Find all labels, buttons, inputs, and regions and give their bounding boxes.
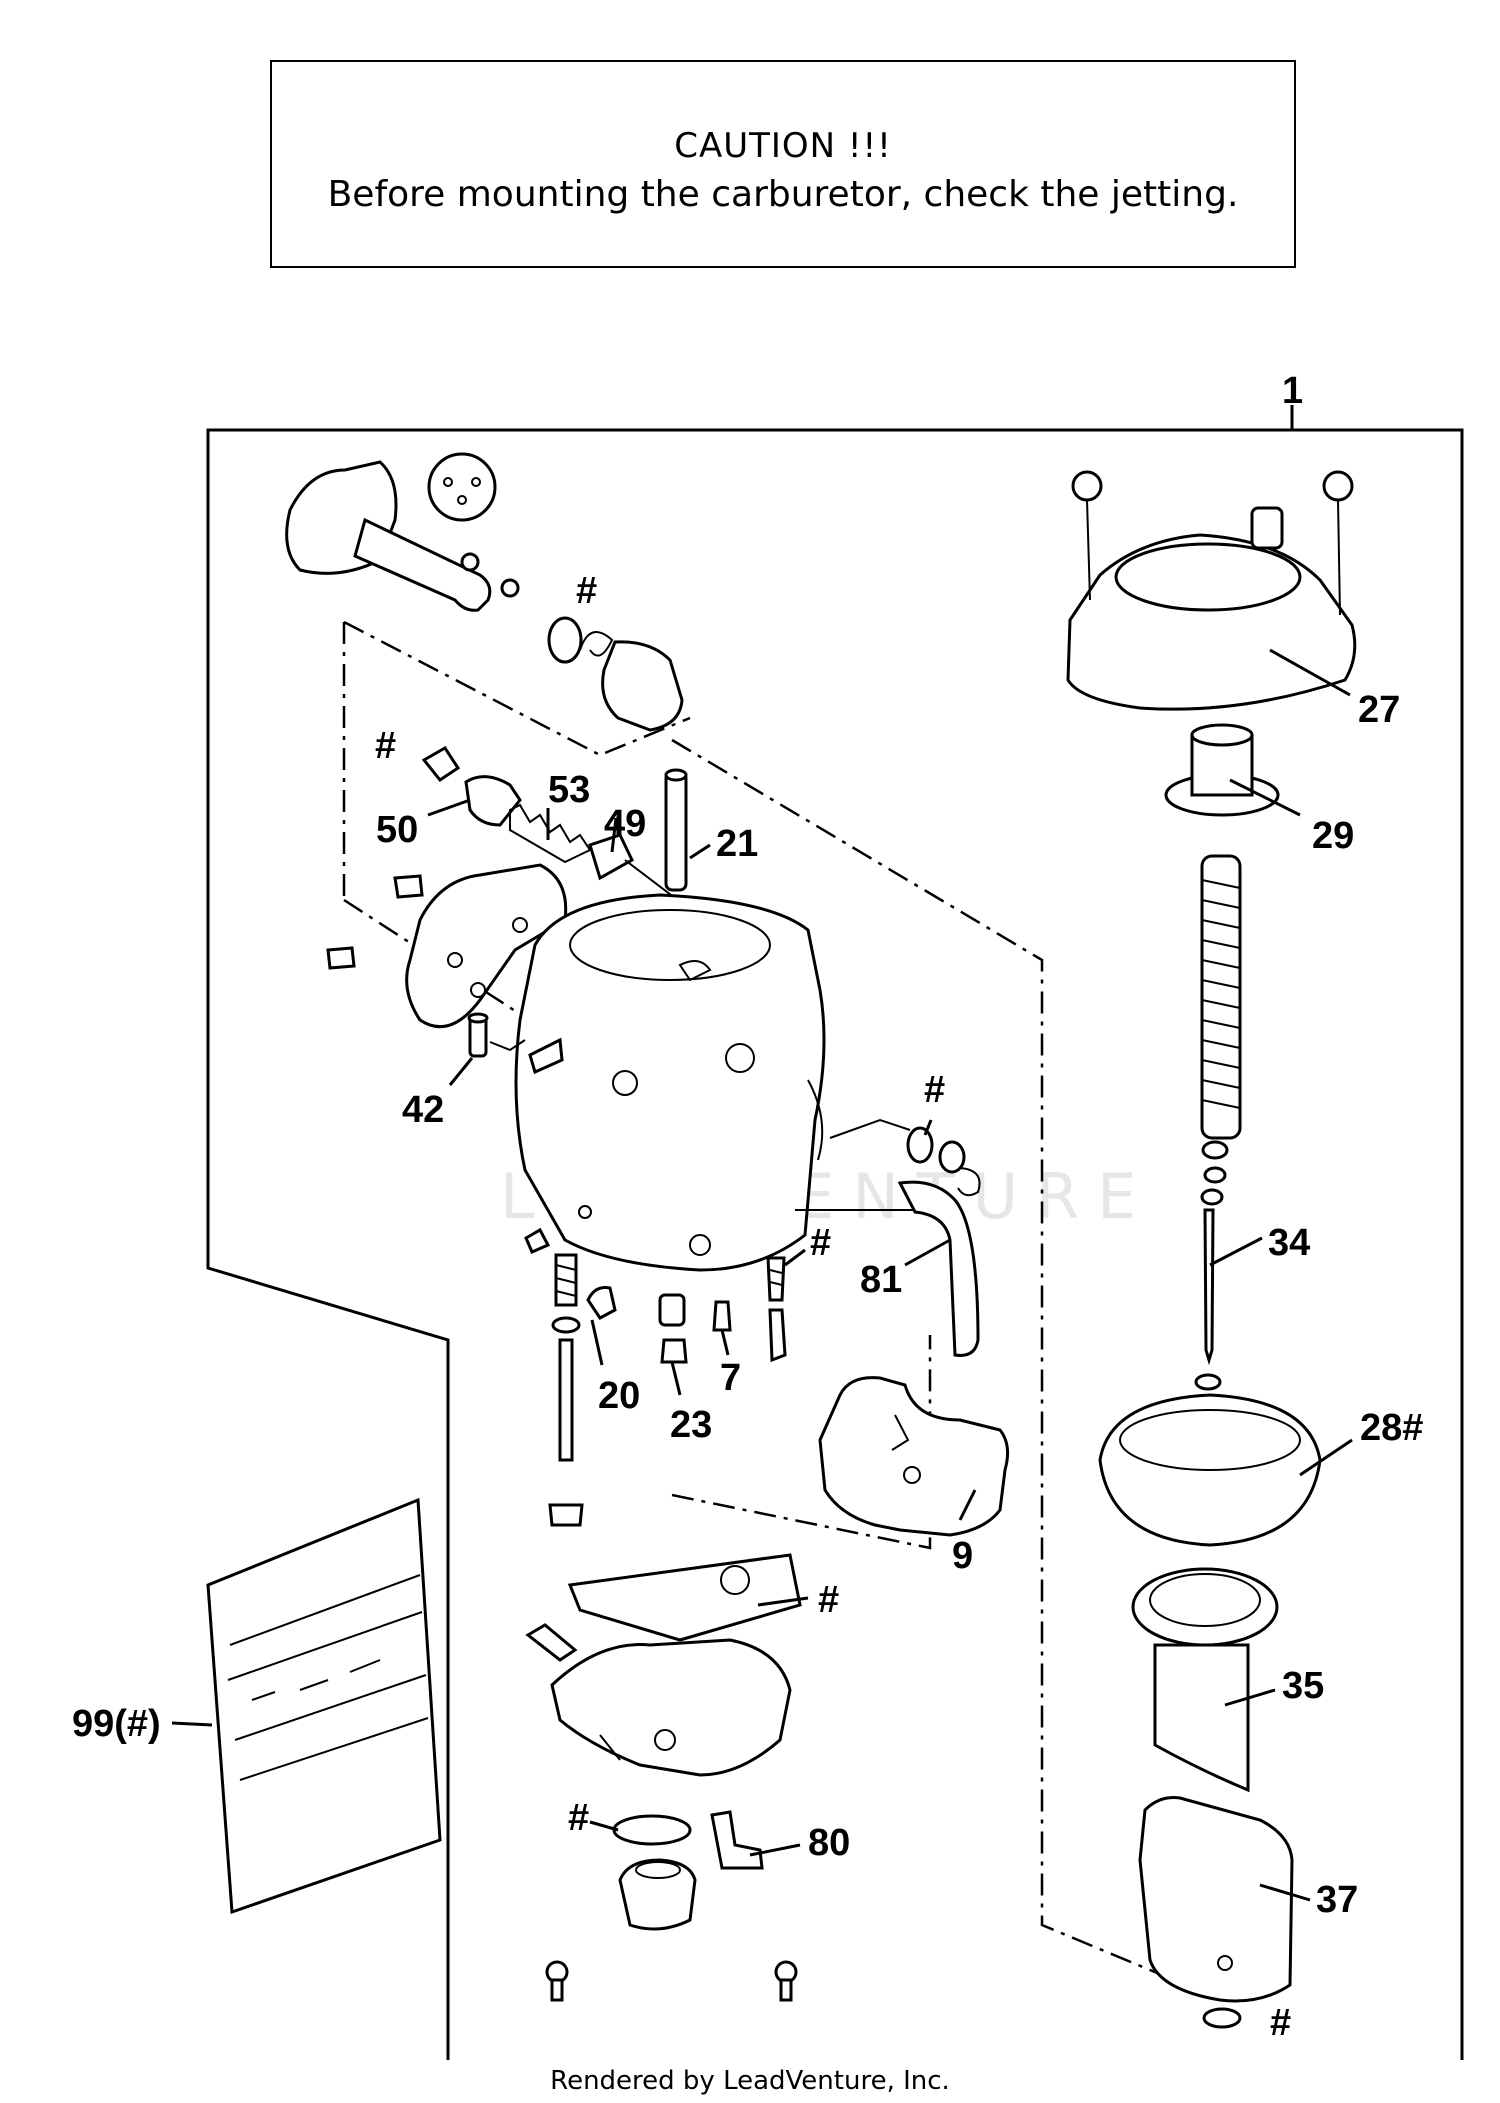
callout-50: 50: [376, 809, 418, 851]
callout-23: 23: [670, 1404, 712, 1446]
callout-49: 49: [604, 803, 646, 845]
drain-plug: [618, 1858, 697, 1931]
footer-credit: Rendered by LeadVenture, Inc.: [550, 2066, 950, 2096]
callout-34-leader: [1209, 1236, 1263, 1267]
elbow-fitting-80: [710, 1810, 764, 1870]
callout-hash-7: #: [810, 1222, 831, 1264]
diaphragm-28: [1098, 1393, 1322, 1547]
callout-35: 35: [1282, 1665, 1324, 1707]
callout-99: 99(#): [72, 1703, 161, 1745]
caution-box: CAUTION !!! Before mounting the carburet…: [270, 60, 1296, 268]
callout-21: 21: [716, 823, 758, 865]
float-bowl-gasket: [567, 1553, 802, 1642]
callout-42-leader: [448, 1057, 474, 1086]
callout-35-leader: [1224, 1688, 1276, 1707]
callout-49-leader: [610, 817, 618, 853]
slide-spring: [1200, 854, 1242, 1206]
callout-37-leader: [1259, 1883, 1311, 1902]
callout-27: 27: [1358, 689, 1400, 731]
carburetor-body: [514, 893, 940, 1272]
float-bowl: [525, 1623, 792, 1777]
throttle-slide-35: [1131, 1567, 1279, 1793]
callout-34: 34: [1268, 1222, 1310, 1264]
throttle-shaft-assembly: [285, 452, 684, 732]
callout-99-leader: [171, 1721, 213, 1727]
callout-23-leader: [670, 1361, 682, 1396]
jet-needle-34: [1203, 1208, 1215, 1366]
callout-hash-top: #: [576, 570, 597, 612]
choke-parts-50-53-49: [421, 745, 676, 899]
top-cap-27: [1066, 470, 1357, 711]
callout-hash-gasket-leader: [757, 1596, 809, 1607]
spring-seat-29: [1164, 723, 1280, 817]
bowl-screws: [545, 1960, 798, 2002]
caution-text: Before mounting the carburetor, check th…: [327, 174, 1239, 215]
callout-27-leader: [1269, 648, 1351, 697]
callout-hash-81-leader: [923, 1119, 933, 1136]
callout-1: 1: [1282, 370, 1303, 412]
callout-hash-oring-leader: [589, 1820, 619, 1832]
callout-9: 9: [952, 1535, 973, 1577]
assembly-frame: [206, 428, 1464, 2060]
callout-80: 80: [808, 1822, 850, 1864]
callout-hash-50: #: [375, 725, 396, 767]
jet-parts: [548, 1253, 787, 1527]
caution-title: CAUTION !!!: [674, 126, 892, 166]
carburetor-exploded-diagram: 1 27 29 34 28# 35 37 # # # 53 50 49 21 4…: [72, 370, 1464, 2060]
slide-cover-37: [1138, 1796, 1294, 2003]
needle-clip: [1194, 1373, 1222, 1391]
callout-29: 29: [1312, 815, 1354, 857]
callout-hash-oring: #: [568, 1797, 589, 1839]
bowl-oring: [612, 1814, 692, 1846]
callout-37: 37: [1316, 1879, 1358, 1921]
callout-50-leader: [427, 798, 471, 817]
float-9: [818, 1376, 1010, 1537]
callout-hash-bottom-right: #: [1270, 2002, 1291, 2044]
callout-hash-7-leader: [784, 1248, 806, 1267]
callout-53: 53: [548, 769, 590, 811]
callout-9-leader: [958, 1489, 977, 1521]
callout-28: 28#: [1360, 1407, 1423, 1449]
needle-jet-21: [664, 768, 688, 892]
callout-labels: 1 27 29 34 28# 35 37 # # # 53 50 49 21 4…: [72, 370, 1423, 2044]
callout-7-leader: [720, 1329, 730, 1356]
callout-21-leader: [689, 843, 711, 860]
screw-42: [467, 1012, 526, 1058]
cover-oring: [1202, 2007, 1242, 2029]
callout-hash-81: #: [924, 1069, 945, 1111]
callout-20: 20: [598, 1375, 640, 1417]
callout-81: 81: [860, 1259, 902, 1301]
callout-80-leader: [749, 1843, 801, 1857]
callout-20-leader: [590, 1319, 604, 1366]
callout-42: 42: [402, 1089, 444, 1131]
callout-29-leader: [1229, 778, 1301, 817]
callout-hash-gasket: #: [818, 1579, 839, 1621]
assembly-dashline-bottom: [671, 1335, 932, 1550]
callout-28-leader: [1299, 1438, 1353, 1477]
assembly-dashline-top: [343, 620, 691, 757]
callout-81-leader: [904, 1238, 951, 1267]
washer-and-clip: [829, 1118, 981, 1197]
hose-81: [897, 1180, 980, 1357]
callout-7: 7: [720, 1357, 741, 1399]
repair-kit-bag: [206, 1497, 442, 1915]
